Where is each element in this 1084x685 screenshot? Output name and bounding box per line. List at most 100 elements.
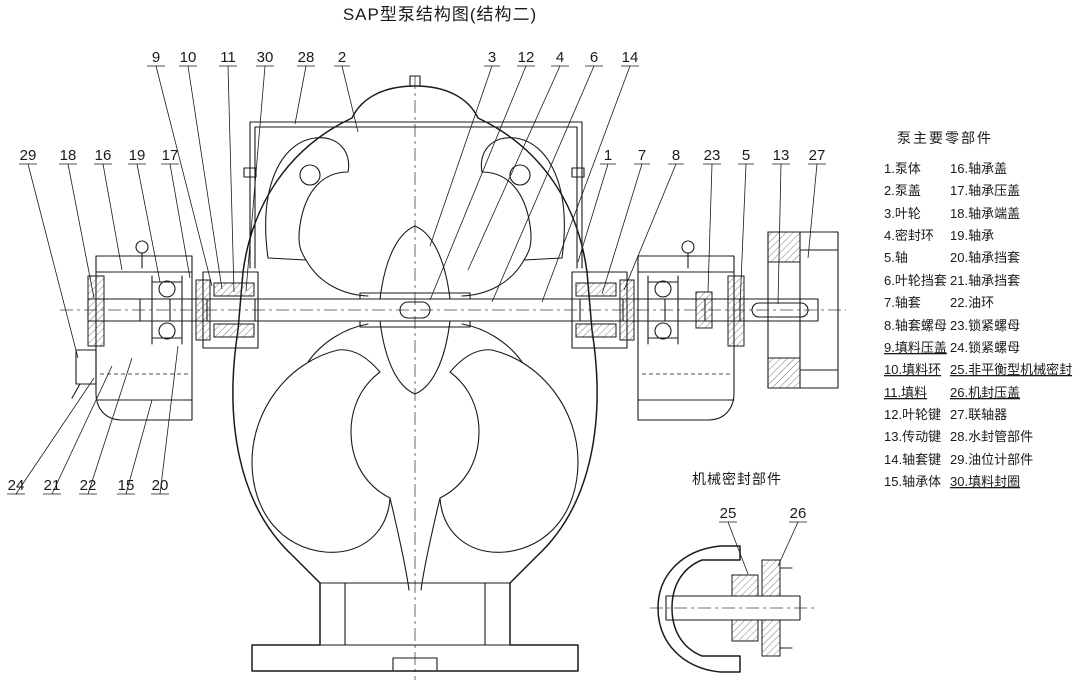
callout-10: 10 xyxy=(180,49,197,66)
left-passage-boss xyxy=(299,164,321,186)
parts-row-12-left: 12.叶轮键 xyxy=(884,407,941,422)
callout-23: 23 xyxy=(704,147,721,164)
shaft-hub xyxy=(359,292,471,328)
parts-list-title: 泵主要零部件 xyxy=(897,130,993,146)
bearing-housing-right xyxy=(637,240,745,421)
stuffing-box-right xyxy=(571,271,635,349)
callout-5-leader xyxy=(738,163,754,307)
breather-cap-right xyxy=(681,240,695,254)
callout-16: 16 xyxy=(95,147,112,164)
packing-gland-left xyxy=(195,279,211,341)
packing-rings-right-upper xyxy=(575,282,617,297)
oil-level-gauge xyxy=(75,349,97,385)
callout-3-leader xyxy=(429,65,500,247)
callout-29: 29 xyxy=(20,147,37,164)
right-suction-passage xyxy=(439,349,579,553)
packing-rings-left-lower xyxy=(213,323,255,338)
callout-17-leader xyxy=(161,163,191,279)
center-rib-right xyxy=(420,497,441,591)
right-volute-passage xyxy=(480,137,565,261)
callout-1-leader xyxy=(577,163,616,263)
parts-row-13-right: 28.水封管部件 xyxy=(950,429,1033,444)
bearing-end-cover-right xyxy=(727,275,745,347)
callout-6: 6 xyxy=(590,49,598,66)
callout-5: 5 xyxy=(742,147,750,164)
bearing-races-left xyxy=(151,275,183,345)
callout-20-leader xyxy=(151,345,179,495)
callout-19-leader xyxy=(128,163,161,283)
bearing-ball-right-lower xyxy=(654,322,672,340)
top-bolt xyxy=(409,75,421,87)
parts-row-9-right: 24.锁紧螺母 xyxy=(950,340,1020,355)
seal-gland-lower xyxy=(761,619,781,657)
callout-1: 1 xyxy=(604,147,612,164)
base-notch xyxy=(392,657,438,672)
callout-12-leader xyxy=(429,65,535,301)
callout-29-leader xyxy=(19,163,79,359)
callout-18-leader xyxy=(59,163,95,299)
callout-4: 4 xyxy=(556,49,564,66)
callout-30: 30 xyxy=(257,49,274,66)
upper-waterways xyxy=(265,137,565,363)
callout-10-leader xyxy=(179,65,223,290)
callout-7: 7 xyxy=(638,147,646,164)
seal-gland-upper xyxy=(761,559,781,597)
coupling xyxy=(767,231,839,389)
center-rib-left xyxy=(389,497,410,591)
drawing-title: SAP型泵结构图(结构二) xyxy=(343,5,537,24)
callout-2-leader xyxy=(334,65,359,133)
callout-27: 27 xyxy=(809,147,826,164)
coupling-outline xyxy=(767,231,839,389)
drive-keyway xyxy=(751,302,809,318)
callout-12: 12 xyxy=(518,49,535,66)
callout-22-leader xyxy=(79,357,133,495)
callout-11-leader xyxy=(219,65,237,293)
impeller-lower-shroud xyxy=(379,320,451,395)
callout-13-leader xyxy=(772,163,790,305)
parts-row-5-left: 5.轴 xyxy=(884,250,908,265)
callout-8-leader xyxy=(623,163,684,291)
left-volute-passage xyxy=(265,137,350,261)
parts-row-1-right: 16.轴承盖 xyxy=(950,161,1007,176)
bearing-housing-right-outline xyxy=(637,255,735,421)
bearing-end-cover-left xyxy=(87,275,105,347)
callout-leaders xyxy=(7,65,826,575)
bearing-ball-right-upper xyxy=(654,280,672,298)
parts-row-12-right: 27.联轴器 xyxy=(950,407,1007,422)
coupling-hub-lower xyxy=(767,357,801,389)
callout-numbers: 9 10 11 30 28 2 3 12 4 6 14 29 18 16 19 … xyxy=(8,49,826,522)
callout-20: 20 xyxy=(152,477,169,494)
parts-row-6-right: 21.轴承挡套 xyxy=(950,273,1020,288)
callout-21-leader xyxy=(43,365,113,495)
stuffing-box-left xyxy=(195,271,259,349)
callout-25-leader xyxy=(719,521,749,575)
parts-row-5-right: 20.轴承挡套 xyxy=(950,250,1020,265)
bearing-ball-left-upper xyxy=(158,280,176,298)
callout-27-leader xyxy=(807,163,826,259)
callout-19: 19 xyxy=(129,147,146,164)
parts-row-8-right: 23.锁紧螺母 xyxy=(950,318,1020,333)
callout-9-leader xyxy=(147,65,213,287)
mechanical-seal-detail xyxy=(657,545,801,673)
parts-row-14-left: 14.轴套键 xyxy=(884,452,941,467)
parts-row-14-right: 29.油位计部件 xyxy=(950,452,1033,467)
callout-16-leader xyxy=(94,163,123,271)
callout-28-leader xyxy=(294,65,315,125)
parts-row-9-left: 9.填料压盖 xyxy=(884,340,947,355)
parts-row-7-left: 7.轴套 xyxy=(884,295,921,310)
parts-row-1-left: 1.泵体 xyxy=(884,161,921,176)
parts-row-15-left: 15.轴承体 xyxy=(884,474,941,489)
parts-row-10-right: 25.非平衡型机械密封 xyxy=(950,362,1072,377)
callout-18: 18 xyxy=(60,147,77,164)
callout-13: 13 xyxy=(773,147,790,164)
coupling-hub-upper xyxy=(767,231,801,263)
callout-26: 26 xyxy=(790,505,807,522)
callout-17: 17 xyxy=(162,147,179,164)
impeller-keyway xyxy=(399,301,431,319)
parts-row-10-left: 10.填料环 xyxy=(884,362,941,377)
callout-23-leader xyxy=(703,163,721,293)
oil-level-gauge-stem xyxy=(71,383,81,399)
bearing-races-right xyxy=(647,275,679,345)
casing-outline xyxy=(232,85,598,672)
callout-15-leader xyxy=(117,399,153,495)
